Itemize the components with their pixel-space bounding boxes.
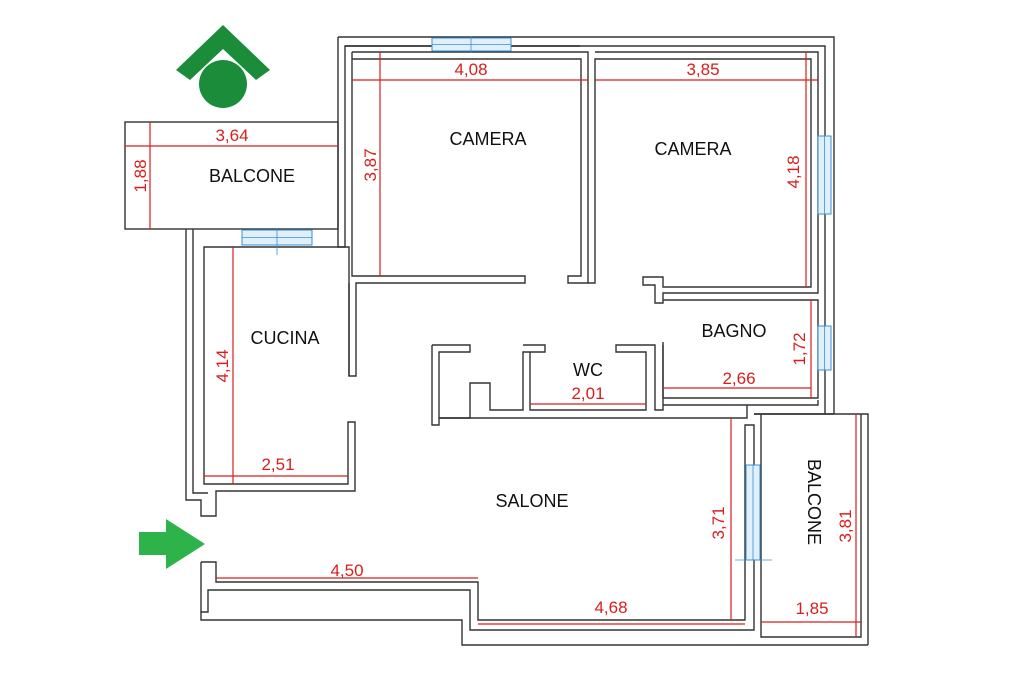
dim-cucina-width: 2,51 bbox=[261, 455, 294, 474]
dim-bagno-width: 2,66 bbox=[722, 369, 755, 388]
room-label-camera-1: CAMERA bbox=[449, 129, 526, 149]
room-label-salone: SALONE bbox=[495, 491, 568, 511]
room-label-bagno: BAGNO bbox=[701, 321, 766, 341]
dim-balcone-2-width: 1,85 bbox=[795, 599, 828, 618]
windows bbox=[241, 36, 832, 561]
dim-salone-width-upper: 4,50 bbox=[330, 561, 363, 580]
dimension-labels: 4,08 3,87 3,85 4,18 3,64 1,88 4,14 2,51 … bbox=[131, 60, 855, 618]
room-label-balcone-2: BALCONE bbox=[804, 459, 824, 545]
dim-salone-depth: 3,71 bbox=[709, 506, 728, 539]
dimension-lines bbox=[125, 52, 861, 637]
dim-salone-width-lower: 4,68 bbox=[594, 598, 627, 617]
dim-wc-width: 2,01 bbox=[571, 384, 604, 403]
window-cucina-icon bbox=[241, 228, 313, 255]
room-label-cucina: CUCINA bbox=[250, 328, 319, 348]
window-camera-2-icon bbox=[817, 135, 832, 215]
dim-cucina-depth: 4,14 bbox=[213, 349, 232, 382]
room-label-balcone-1: BALCONE bbox=[209, 166, 295, 186]
dim-camera-1-width: 4,08 bbox=[454, 60, 487, 79]
room-label-wc: WC bbox=[573, 360, 603, 380]
entrance-arrow-icon bbox=[139, 519, 205, 569]
dim-balcone-2-depth: 3,81 bbox=[836, 509, 855, 542]
dim-bagno-depth: 1,72 bbox=[790, 332, 809, 365]
window-bagno-icon bbox=[817, 325, 832, 371]
dim-balcone-1-width: 3,64 bbox=[215, 126, 248, 145]
window-salone-icon bbox=[735, 464, 772, 561]
walls bbox=[124, 36, 869, 646]
window-camera-1-icon bbox=[431, 36, 512, 53]
green-house-logo-icon bbox=[176, 25, 270, 108]
room-label-camera-2: CAMERA bbox=[654, 139, 731, 159]
dim-camera-2-depth: 4,18 bbox=[784, 155, 803, 188]
dim-camera-1-depth: 3,87 bbox=[361, 148, 380, 181]
dim-balcone-1-depth: 1,88 bbox=[131, 159, 150, 192]
dim-camera-2-width: 3,85 bbox=[686, 60, 719, 79]
room-labels: CAMERA CAMERA BALCONE CUCINA BAGNO WC SA… bbox=[209, 129, 824, 545]
